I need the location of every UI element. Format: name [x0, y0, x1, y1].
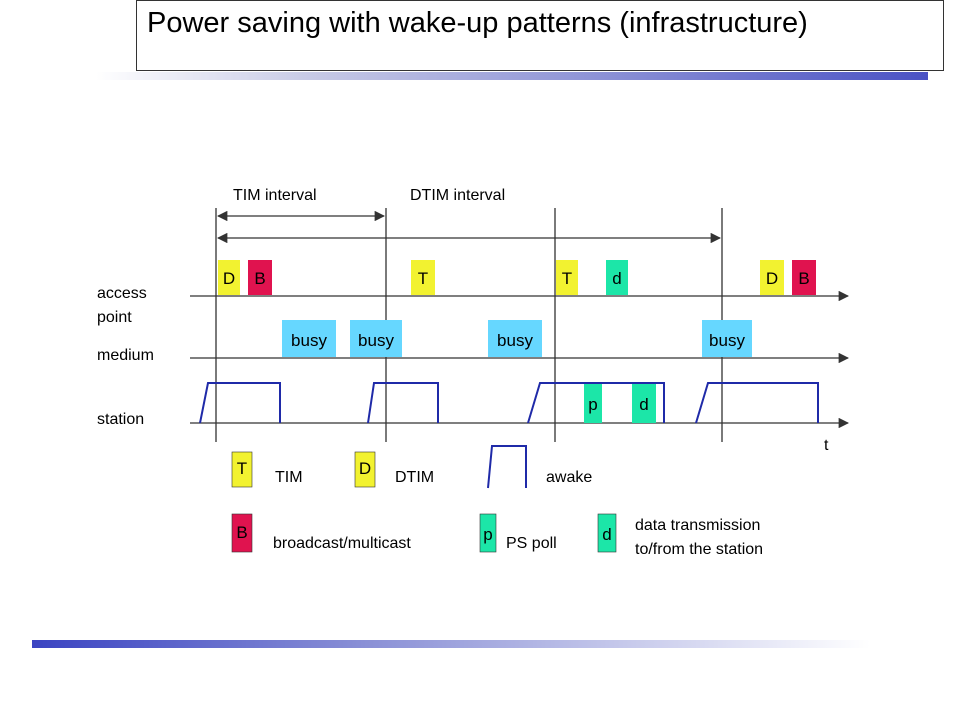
- tim-frame-label: T: [562, 269, 572, 288]
- broadcast-frame: [248, 260, 272, 295]
- legend-awake-symbol: [487, 445, 527, 489]
- legend-data-label-line1: data transmission: [635, 517, 760, 534]
- legend: T TIM D DTIM awake B broadcast/multicast…: [231, 445, 763, 558]
- busy-label: busy: [358, 331, 394, 350]
- legend-pspoll-label: PS poll: [506, 535, 557, 552]
- awake-pulse: [695, 382, 819, 424]
- broadcast-frame-label: B: [798, 269, 809, 288]
- ps-poll-frame: [584, 384, 602, 423]
- access-point-label-line2: point: [97, 309, 132, 326]
- dtim-frame-label: D: [766, 269, 778, 288]
- legend-pspoll-symbol: p: [483, 525, 492, 544]
- busy-block: [282, 320, 336, 357]
- busy-label: busy: [291, 331, 327, 350]
- ap-frames: D B T T d D B: [218, 260, 816, 295]
- tim-interval-label: TIM interval: [233, 187, 317, 204]
- legend-tim-symbol: T: [237, 459, 247, 478]
- tim-frame-label: T: [418, 269, 428, 288]
- broadcast-frame-label: B: [254, 269, 265, 288]
- legend-pspoll-swatch: [479, 513, 497, 553]
- tim-frame: [411, 260, 435, 295]
- awake-pulse: [199, 382, 281, 424]
- dtim-interval-label: DTIM interval: [410, 187, 505, 204]
- awake-pulses: [199, 382, 819, 424]
- legend-tim-swatch: [231, 451, 253, 488]
- legend-data-swatch: [597, 513, 617, 553]
- medium-busy-blocks: busy busy busy busy: [282, 320, 752, 357]
- data-frame: [632, 384, 656, 423]
- data-frame: [606, 260, 628, 295]
- data-frame-label: d: [639, 395, 648, 414]
- legend-dtim-swatch: [354, 451, 376, 488]
- legend-tim-label: TIM: [275, 469, 303, 486]
- station-label: station: [97, 411, 144, 428]
- busy-block: [350, 320, 402, 357]
- station-frames: p d: [584, 384, 656, 423]
- dtim-frame-label: D: [223, 269, 235, 288]
- legend-data-label-line2: to/from the station: [635, 541, 763, 558]
- access-point-label-line1: access: [97, 285, 147, 302]
- page-title: Power saving with wake-up patterns (infr…: [147, 7, 808, 39]
- time-axis-label: t: [824, 437, 829, 454]
- tim-frame: [556, 260, 578, 295]
- legend-dtim-symbol: D: [359, 459, 371, 478]
- legend-dtim-label: DTIM: [395, 469, 434, 486]
- title-box: Power saving with wake-up patterns (infr…: [136, 0, 944, 71]
- footer-bar: [32, 640, 870, 648]
- busy-label: busy: [497, 331, 533, 350]
- ps-poll-frame-label: p: [588, 395, 597, 414]
- broadcast-frame: [792, 260, 816, 295]
- legend-data-symbol: d: [602, 525, 611, 544]
- title-underline-bar: [96, 72, 928, 80]
- medium-label: medium: [97, 347, 154, 364]
- legend-broadcast-swatch: [231, 513, 253, 553]
- legend-broadcast-label: broadcast/multicast: [273, 535, 411, 552]
- busy-block: [702, 320, 752, 357]
- legend-broadcast-symbol: B: [236, 523, 247, 542]
- awake-pulse: [527, 382, 665, 424]
- data-frame-label: d: [612, 269, 621, 288]
- dtim-frame: [218, 260, 240, 295]
- busy-label: busy: [709, 331, 745, 350]
- busy-block: [488, 320, 542, 357]
- awake-pulse: [367, 382, 439, 424]
- legend-awake-label: awake: [546, 469, 592, 486]
- dtim-frame: [760, 260, 784, 295]
